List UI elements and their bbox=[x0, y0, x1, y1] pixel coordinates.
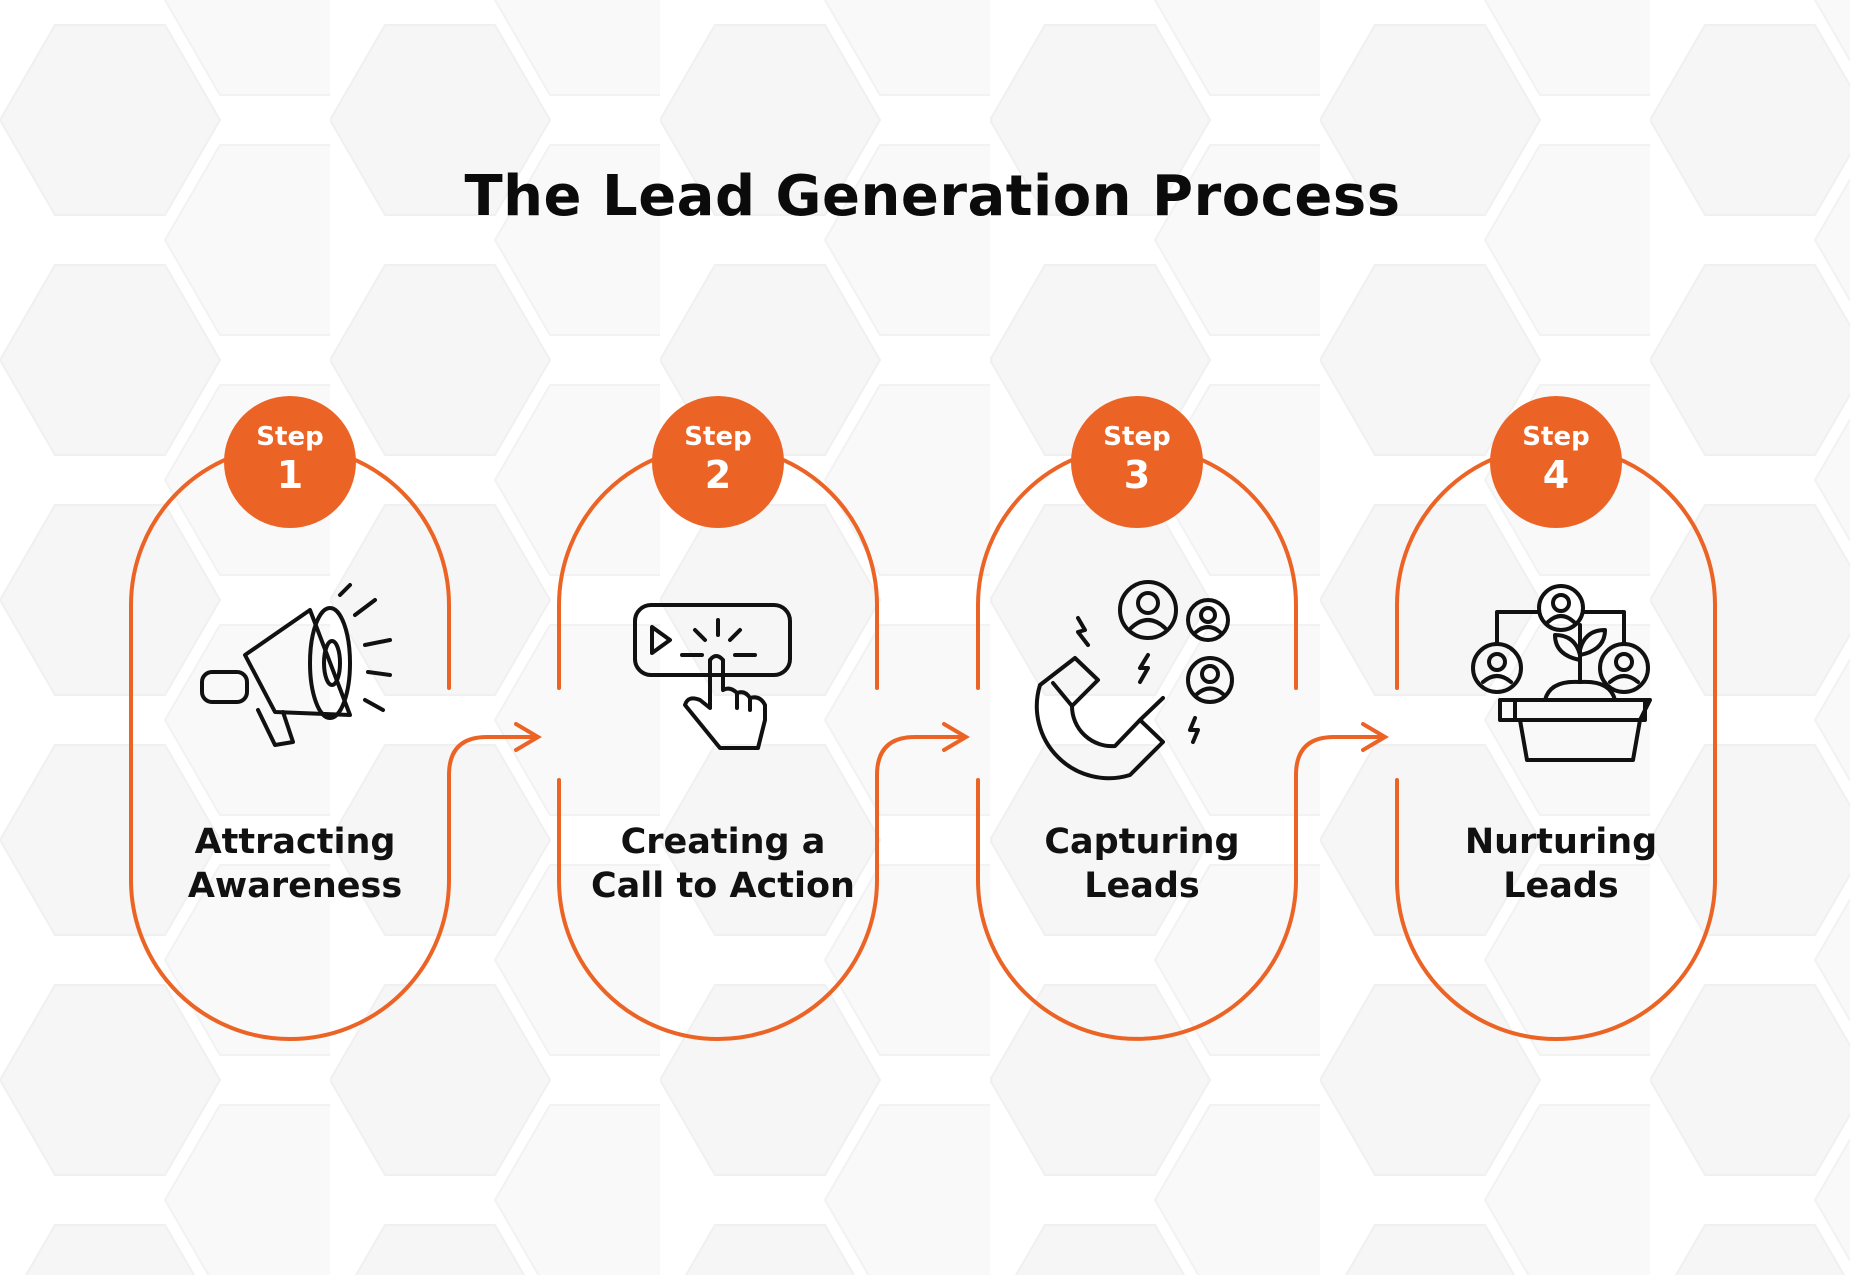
step-4-label-line-2: Leads bbox=[1503, 866, 1619, 906]
step-3-word: Step bbox=[1103, 422, 1171, 452]
step-3-number: 3 bbox=[1123, 453, 1151, 497]
step-2-label: Creating a Call to Action bbox=[563, 820, 883, 908]
step-2-word: Step bbox=[684, 422, 752, 452]
connector-1-2 bbox=[447, 735, 538, 782]
step-3-label-line-1: Capturing bbox=[1044, 822, 1240, 862]
step-3-label-line-2: Leads bbox=[1084, 866, 1200, 906]
step-3-capsule bbox=[976, 444, 1298, 1041]
step-2-badge: Step 2 bbox=[652, 396, 784, 528]
step-4-label-line-1: Nurturing bbox=[1464, 822, 1658, 862]
step-4-badge: Step 4 bbox=[1490, 396, 1622, 528]
connector-2-3 bbox=[875, 735, 966, 782]
step-1-number: 1 bbox=[276, 453, 304, 497]
step-2-label-line-1: Creating a bbox=[620, 822, 826, 862]
step-4-label: Nurturing Leads bbox=[1401, 820, 1721, 908]
step-1-label-line-1: Attracting bbox=[194, 822, 396, 862]
step-1-label-line-2: Awareness bbox=[187, 866, 403, 906]
magnet-people-icon bbox=[1034, 580, 1234, 781]
step-4-number: 4 bbox=[1542, 453, 1570, 497]
plant-people-icon bbox=[1471, 584, 1652, 762]
click-button-icon bbox=[633, 603, 792, 750]
step-2-number: 2 bbox=[704, 453, 732, 497]
page-title: The Lead Generation Process bbox=[464, 164, 1401, 229]
connector-3-4 bbox=[1294, 735, 1385, 782]
connector-3-4-arrowhead bbox=[1361, 722, 1389, 752]
step-4-capsule bbox=[1395, 444, 1717, 1041]
step-1-badge: Step 1 bbox=[224, 396, 356, 528]
connector-2-3-arrowhead bbox=[942, 722, 970, 752]
step-3-badge: Step 3 bbox=[1071, 396, 1203, 528]
step-3-label: Capturing Leads bbox=[982, 820, 1302, 908]
step-1-label: Attracting Awareness bbox=[135, 820, 455, 908]
step-4-word: Step bbox=[1522, 422, 1590, 452]
connector-1-2-arrowhead bbox=[514, 722, 542, 752]
step-2-label-line-2: Call to Action bbox=[591, 866, 855, 906]
megaphone-icon bbox=[200, 583, 392, 747]
step-1-capsule bbox=[129, 444, 451, 1041]
step-1-word: Step bbox=[256, 422, 324, 452]
